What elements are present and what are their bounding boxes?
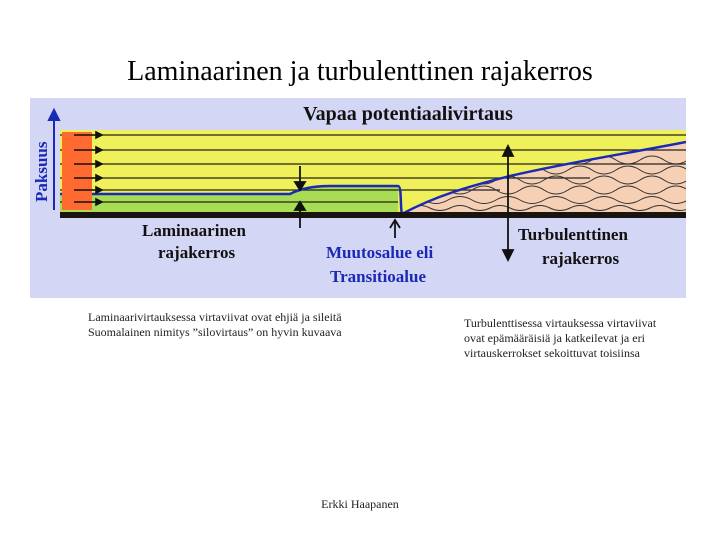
laminar-caption-line: Suomalainen nimitys ”silovirtaus” on hyv… bbox=[88, 325, 342, 339]
laminar-label-line-2: rajakerros bbox=[158, 243, 235, 262]
thickness-axis-label: Paksuus bbox=[32, 141, 51, 202]
laminar-region bbox=[60, 186, 398, 212]
author-name: Erkki Haapanen bbox=[321, 497, 399, 511]
free-stream-label: Vapaa potentiaalivirtaus bbox=[303, 103, 513, 125]
marker-arrows bbox=[293, 143, 515, 263]
turbulent-label-line-2: rajakerros bbox=[542, 249, 619, 268]
boundary-layer-edge bbox=[60, 140, 686, 216]
turbulent-region bbox=[398, 142, 686, 216]
turbulent-caption-line: ovat epämääräisiä ja katkeilevat ja eri bbox=[464, 331, 645, 345]
laminar-caption: Laminaarivirtauksessa virtaviivat ovat e… bbox=[88, 310, 408, 340]
laminar-label-line-1: Laminaarinen bbox=[142, 221, 246, 240]
transition-label-line-1: Muutosalue eli bbox=[326, 243, 433, 262]
thickness-bar bbox=[62, 132, 92, 210]
laminar-caption-line: Laminaarivirtauksessa virtaviivat ovat e… bbox=[88, 310, 342, 324]
turbulent-caption-line: virtauskerrokset sekoittuvat toisiinsa bbox=[464, 346, 640, 360]
turbulent-label-line-1: Turbulenttinen bbox=[518, 225, 628, 244]
turbulent-caption-line: Turbulenttisessa virtauksessa virtaviiva… bbox=[464, 316, 657, 330]
wall-plate bbox=[60, 212, 686, 218]
slide-title: Laminaarinen ja turbulenttinen rajakerro… bbox=[127, 56, 593, 87]
transition-label-line-2: Transitioalue bbox=[330, 267, 426, 286]
axis-arrow bbox=[47, 107, 61, 210]
thickness-arrows bbox=[74, 130, 104, 207]
boundary-layer-diagram: Paksuus Vapaa potentiaalivirtaus Laminaa… bbox=[30, 98, 686, 298]
turbulent-caption: Turbulenttisessa virtauksessa virtaviiva… bbox=[464, 316, 696, 361]
